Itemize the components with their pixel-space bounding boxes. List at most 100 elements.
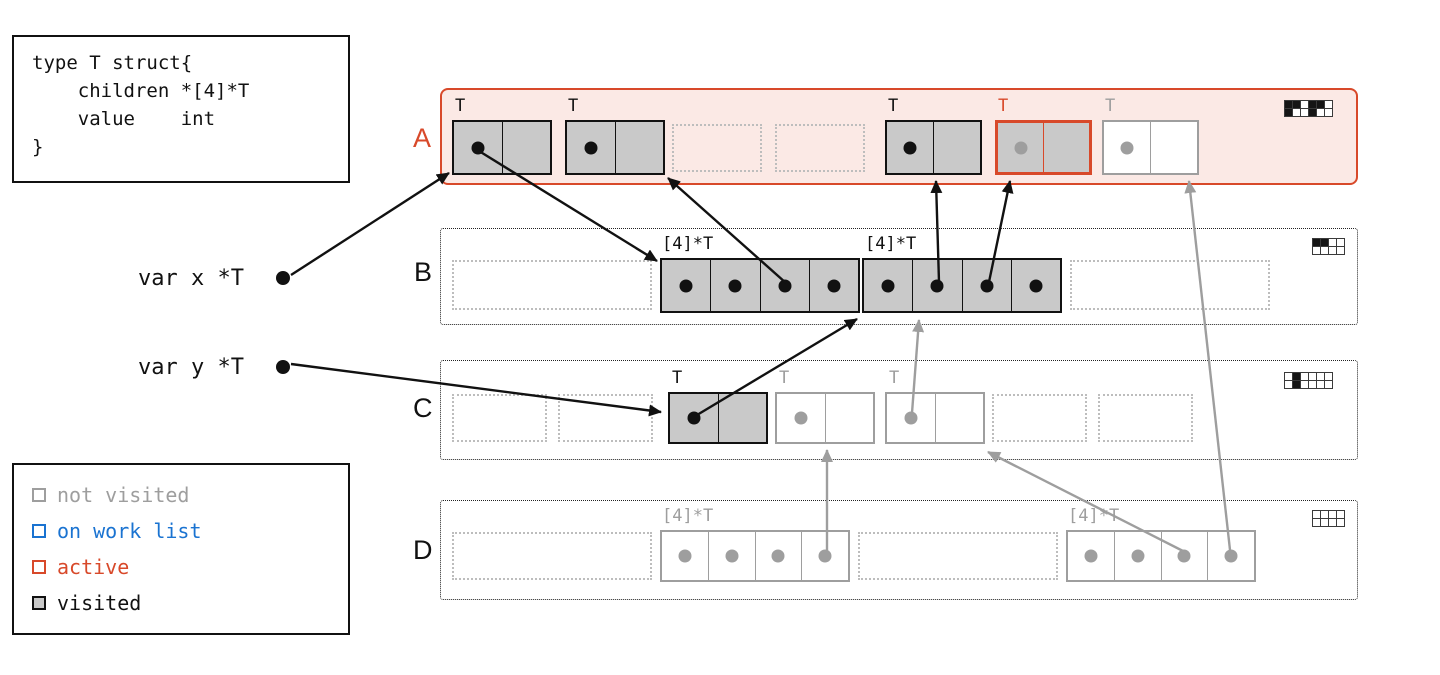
legend: not visited on work list active visited bbox=[12, 463, 350, 635]
pointer-cell bbox=[887, 122, 934, 173]
var-y-pointer-dot bbox=[276, 360, 290, 374]
on-work-list-swatch bbox=[32, 524, 46, 538]
array-type-label-not-visited: [4]*T bbox=[662, 506, 714, 526]
value-cell bbox=[1044, 123, 1089, 172]
heap-object-c2-not-visited bbox=[775, 392, 875, 444]
pointer-cell bbox=[1104, 122, 1151, 173]
pointer-dot bbox=[728, 279, 742, 292]
value-cell bbox=[934, 122, 980, 173]
pointer-dot bbox=[687, 411, 701, 425]
legend-label: on work list bbox=[57, 519, 202, 543]
pointer-dot bbox=[679, 279, 693, 292]
pointer-dot bbox=[1029, 279, 1043, 292]
heap-object-a2-visited bbox=[565, 120, 665, 175]
pointer-dot bbox=[1120, 141, 1134, 154]
heap-array-d1-not-visited bbox=[660, 530, 850, 582]
pointer-cell bbox=[1012, 260, 1060, 311]
pointer-dot bbox=[771, 549, 785, 563]
pointer-cell bbox=[864, 260, 914, 311]
value-cell bbox=[936, 394, 984, 442]
code-line: children *[4]*T bbox=[32, 80, 250, 102]
pointer-cell bbox=[1115, 532, 1162, 580]
free-slot bbox=[452, 394, 547, 442]
array-type-label: [4]*T bbox=[662, 234, 714, 254]
pointer-dot bbox=[584, 141, 598, 154]
type-label: T bbox=[455, 96, 466, 116]
pointer-cell bbox=[802, 532, 848, 580]
heap-object-c1-visited bbox=[668, 392, 768, 444]
pointer-cell bbox=[662, 260, 712, 311]
span-d-label: D bbox=[413, 535, 433, 565]
free-slot bbox=[775, 124, 865, 172]
code-line: type T struct{ bbox=[32, 52, 193, 74]
pointer-cell bbox=[963, 260, 1012, 311]
legend-item-active: active bbox=[32, 555, 348, 579]
span-b-mark-bitmap bbox=[1312, 238, 1345, 255]
pointer-cell bbox=[454, 122, 503, 173]
legend-item-visited: visited bbox=[32, 591, 348, 615]
value-cell bbox=[503, 122, 551, 173]
pointer-cell bbox=[810, 260, 858, 311]
pointer-dot bbox=[471, 141, 485, 154]
pointer-cell bbox=[887, 394, 936, 442]
type-label: T bbox=[672, 368, 683, 388]
legend-item-not-visited: not visited bbox=[32, 483, 348, 507]
pointer-dot bbox=[725, 549, 739, 563]
heap-array-d2-not-visited bbox=[1066, 530, 1256, 582]
value-cell bbox=[1151, 122, 1197, 173]
pointer-cell bbox=[913, 260, 963, 311]
pointer-cell bbox=[998, 123, 1044, 172]
free-slot bbox=[452, 532, 652, 580]
free-slot bbox=[452, 260, 652, 310]
pointer-dot bbox=[1131, 549, 1145, 563]
pointer-dot bbox=[818, 549, 832, 563]
pointer-cell bbox=[761, 260, 810, 311]
pointer-cell bbox=[670, 394, 719, 442]
heap-array-b2-visited bbox=[862, 258, 1062, 313]
value-cell bbox=[616, 122, 664, 173]
not-visited-swatch bbox=[32, 488, 46, 502]
pointer-dot bbox=[904, 411, 918, 425]
type-label-active: T bbox=[998, 96, 1009, 116]
span-c-label: C bbox=[413, 393, 433, 423]
free-slot bbox=[672, 124, 762, 172]
pointer-dot bbox=[1177, 549, 1191, 563]
span-d-mark-bitmap bbox=[1312, 510, 1345, 527]
free-slot bbox=[992, 394, 1087, 442]
pointer-cell bbox=[777, 394, 826, 442]
pointer-dot bbox=[881, 279, 895, 292]
pointer-cell bbox=[662, 532, 709, 580]
pointer-dot bbox=[794, 411, 808, 425]
pointer-cell bbox=[1208, 532, 1254, 580]
value-cell bbox=[719, 394, 767, 442]
array-type-label: [4]*T bbox=[865, 234, 917, 254]
visited-swatch bbox=[32, 596, 46, 610]
pointer-cell bbox=[711, 260, 761, 311]
heap-object-a5-not-visited bbox=[1102, 120, 1199, 175]
span-b-label: B bbox=[414, 257, 433, 287]
active-swatch bbox=[32, 560, 46, 574]
code-line: value int bbox=[32, 108, 216, 130]
heap-array-b1-visited bbox=[660, 258, 860, 313]
pointer-cell bbox=[567, 122, 616, 173]
type-definition-code: type T struct{ children *[4]*T value int… bbox=[12, 35, 350, 183]
free-slot bbox=[1098, 394, 1193, 442]
legend-item-on-work-list: on work list bbox=[32, 519, 348, 543]
pointer-dot bbox=[678, 549, 692, 563]
var-x-pointer-dot bbox=[276, 271, 290, 285]
heap-object-a1-visited bbox=[452, 120, 552, 175]
pointer-cell bbox=[709, 532, 756, 580]
free-slot bbox=[858, 532, 1058, 580]
legend-label: visited bbox=[57, 591, 142, 615]
code-line: } bbox=[32, 136, 44, 158]
var-x-label: var x *T bbox=[138, 266, 244, 291]
pointer-cell bbox=[756, 532, 803, 580]
pointer-dot bbox=[1084, 549, 1098, 563]
type-label-not-visited: T bbox=[1105, 96, 1116, 116]
pointer-dot bbox=[1224, 549, 1238, 563]
heap-object-a3-visited bbox=[885, 120, 982, 175]
value-cell bbox=[826, 394, 874, 442]
pointer-dot bbox=[827, 279, 841, 292]
pointer-dot bbox=[980, 279, 994, 292]
